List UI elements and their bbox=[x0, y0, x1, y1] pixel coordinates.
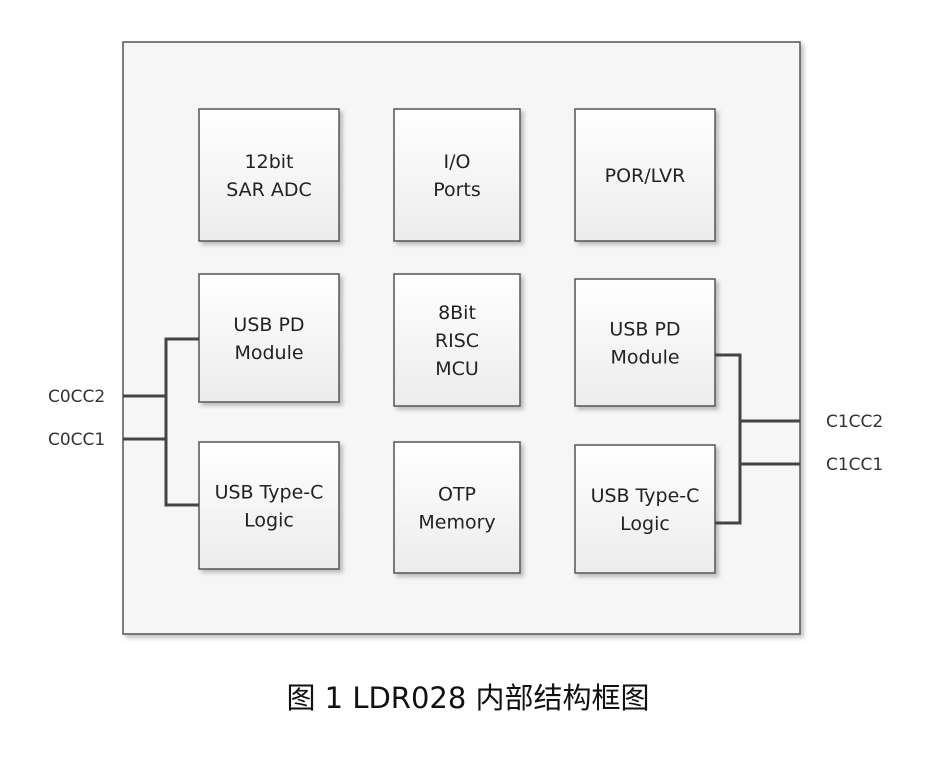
pin-label-c1cc1: C1CC1 bbox=[826, 455, 883, 475]
block-label-line: POR/LVR bbox=[605, 165, 686, 187]
block-label-line: Module bbox=[234, 342, 303, 364]
block-pd-left: USB PD Module bbox=[198, 273, 340, 403]
block-label-line: Ports bbox=[433, 179, 481, 201]
right-cc-wiring bbox=[715, 353, 800, 525]
block-otp: OTP Memory bbox=[393, 441, 521, 574]
pin-label-c1cc2: C1CC2 bbox=[826, 412, 883, 432]
pin-label-c0cc2: C0CC2 bbox=[48, 387, 105, 407]
block-label-line: 12bit bbox=[245, 151, 294, 173]
block-box bbox=[574, 108, 716, 242]
block-label-line: USB PD bbox=[233, 314, 304, 336]
block-label-line: Logic bbox=[620, 513, 670, 535]
block-label-line: Memory bbox=[418, 512, 495, 534]
block-label-line: USB Type-C bbox=[215, 482, 324, 504]
block-box bbox=[393, 108, 521, 242]
block-label-line: USB Type-C bbox=[591, 485, 700, 507]
block-label-line: 8Bit bbox=[438, 302, 476, 324]
block-label-line: SAR ADC bbox=[226, 179, 312, 201]
block-box bbox=[393, 273, 521, 407]
block-box bbox=[574, 278, 716, 407]
block-label-line: Logic bbox=[244, 510, 294, 532]
figure-caption: 图 1 LDR028 内部结构框图 bbox=[286, 681, 649, 715]
block-box bbox=[574, 444, 716, 574]
block-typec-left: USB Type-C Logic bbox=[198, 441, 340, 570]
left-cc-wiring bbox=[123, 337, 199, 507]
block-typec-right: USB Type-C Logic bbox=[574, 444, 716, 574]
block-pd-right: USB PD Module bbox=[574, 278, 716, 407]
block-io: I/O Ports bbox=[393, 108, 521, 242]
block-box bbox=[198, 108, 340, 242]
block-label-line: RISC bbox=[435, 330, 479, 352]
block-label-line: Module bbox=[610, 347, 679, 369]
block-box bbox=[393, 441, 521, 574]
block-box bbox=[198, 441, 340, 570]
block-label-line: MCU bbox=[435, 358, 479, 380]
block-label-line: USB PD bbox=[609, 319, 680, 341]
block-box bbox=[198, 273, 340, 403]
block-por: POR/LVR bbox=[574, 108, 716, 242]
block-label-line: OTP bbox=[438, 484, 476, 506]
pin-label-c0cc1: C0CC1 bbox=[48, 430, 105, 450]
block-label-line: I/O bbox=[444, 151, 471, 173]
